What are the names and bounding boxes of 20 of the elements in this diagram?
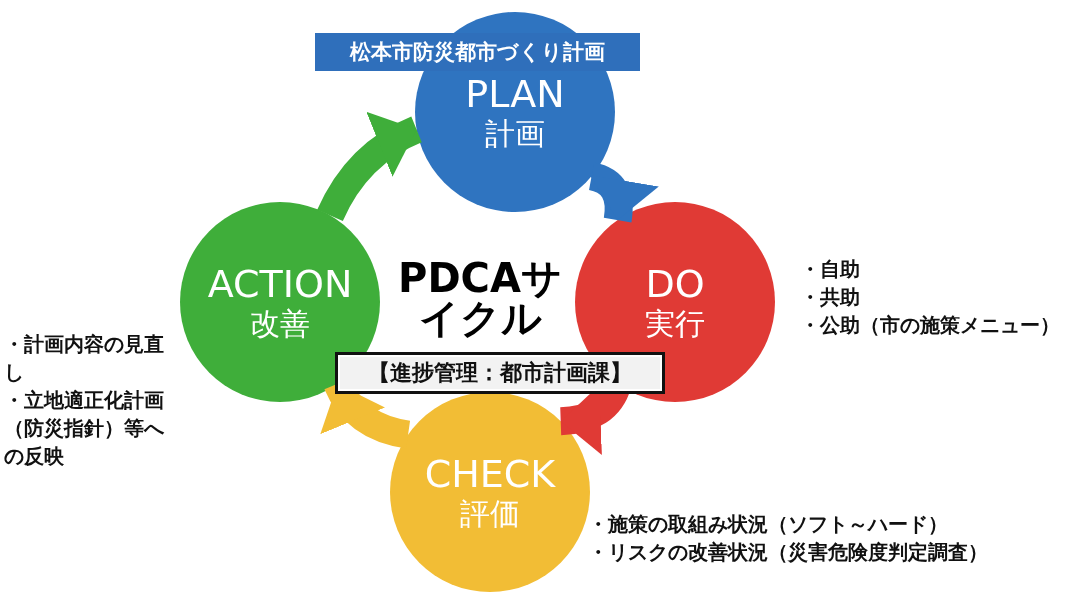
bullet-text: ・計画内容の見直し <box>4 331 165 386</box>
bullet-text: ・共助 <box>800 284 861 311</box>
title-banner: 松本市防災都市づくり計画 <box>315 33 640 71</box>
phase-label: 実行 <box>645 306 705 342</box>
phase-label: ACTION <box>207 262 353 307</box>
phase-label: 評価 <box>460 496 520 532</box>
phase-label: 改善 <box>250 306 310 342</box>
label-box: 【進捗管理：都市計画課】 <box>335 352 665 394</box>
bullet-text: ・公助（市の施策メニュー） <box>800 312 1061 339</box>
bullet-text: ・リスクの改善状況（災害危険度判定調査） <box>588 539 989 566</box>
bullet-text: ・立地適正化計画（防災指針）等への反映 <box>4 387 165 470</box>
bullet-text: ・自助 <box>800 256 861 283</box>
arrow <box>588 162 658 222</box>
phase-label: CHECK <box>424 452 556 497</box>
bullet-text: ・施策の取組み状況（ソフト～ハード） <box>588 511 949 538</box>
phase-label: DO <box>645 262 705 307</box>
phase-label: 計画 <box>485 116 545 152</box>
phase-label: PLAN <box>465 72 565 117</box>
arrow <box>317 113 423 222</box>
cycle-title: PDCAサイクル <box>397 258 563 338</box>
